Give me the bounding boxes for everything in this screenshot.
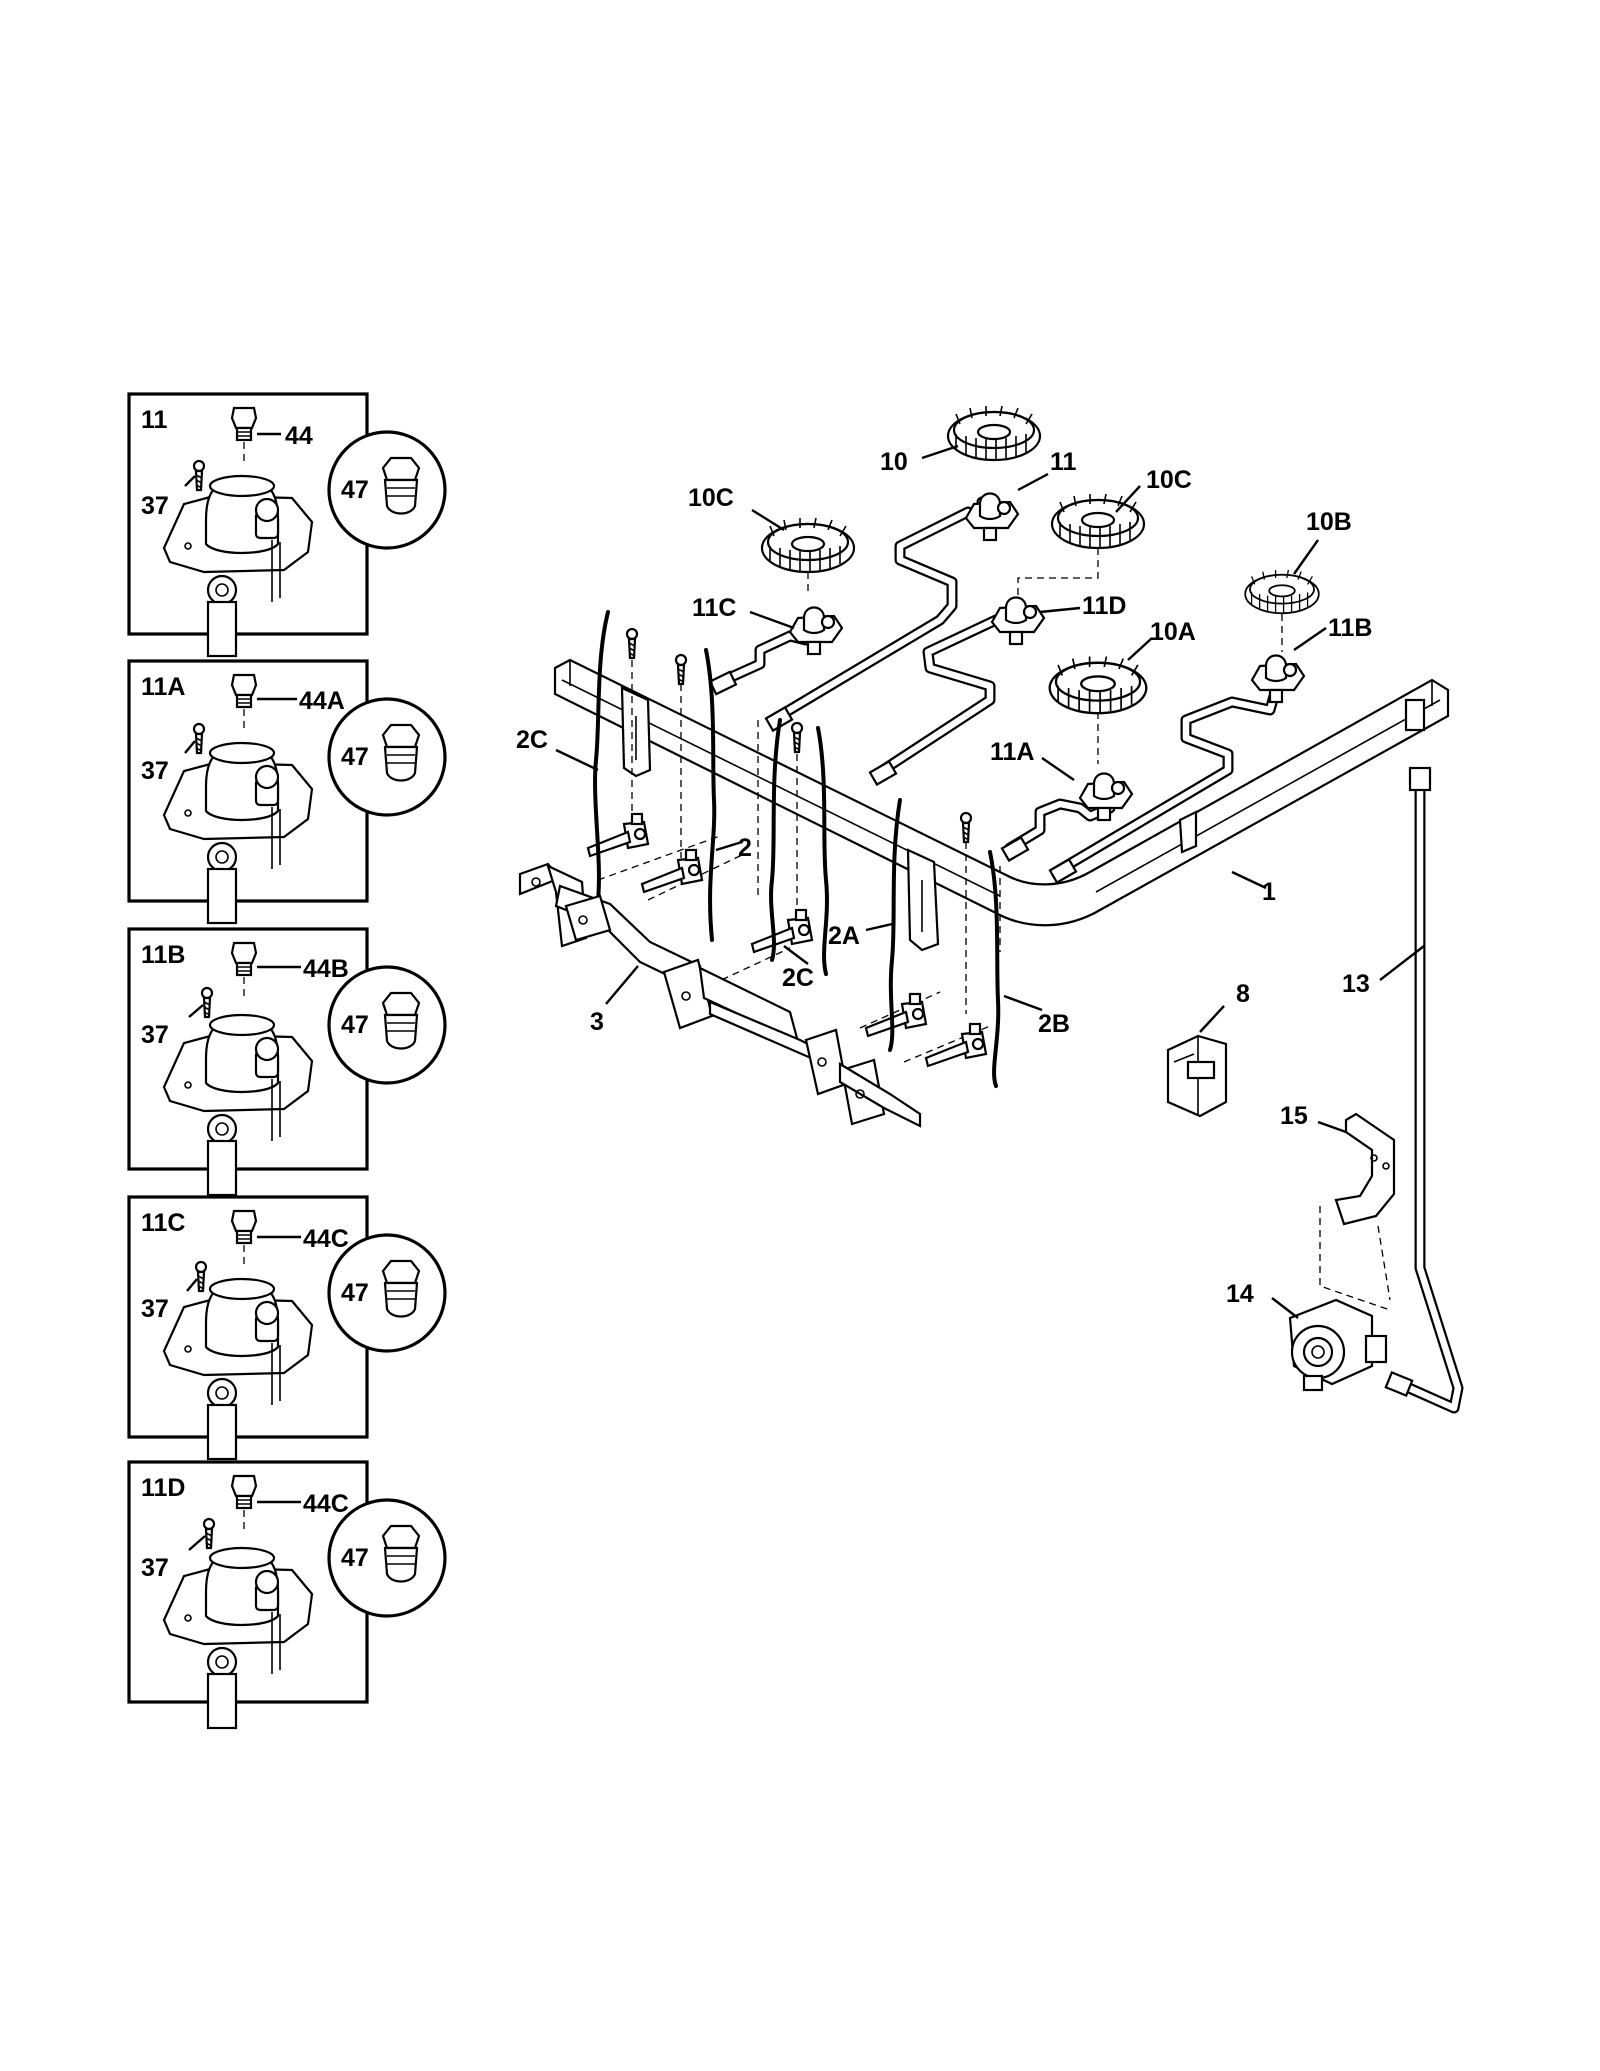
orifice-callout: 47: [341, 476, 369, 504]
callout-10: 10: [880, 448, 908, 476]
callout-11c: 11C: [692, 594, 736, 622]
inset-title: 11A: [141, 673, 185, 701]
callout-2b: 2B: [1038, 1010, 1070, 1038]
callout-13: 13: [1342, 970, 1370, 998]
burner-head-10a: [1048, 655, 1148, 715]
screw-callout: 44B: [303, 955, 349, 983]
callout-8: 8: [1236, 980, 1250, 1008]
callout-11a: 11A: [990, 738, 1034, 766]
burner-valve-11: [964, 492, 1020, 542]
inset-11c: 11C 44C 37 47: [127, 1195, 447, 1461]
callout-10a: 10A: [1150, 618, 1196, 646]
gas-valve-2b: [924, 1022, 988, 1068]
orifice-callout: 47: [341, 743, 369, 771]
valve-braces: [593, 610, 1001, 1088]
callout-2a: 2A: [828, 922, 860, 950]
burner-head-10b: [1244, 569, 1320, 615]
burner-valve-11b: [1250, 654, 1306, 704]
alignment-lines: [597, 548, 1283, 1063]
callout-2c-mid: 2C: [782, 964, 814, 992]
callout-10b: 10B: [1306, 508, 1352, 536]
inset-11d: 11D 44C 37 47: [127, 1460, 447, 1730]
screw-37-callout: 37: [141, 1295, 169, 1323]
callout-10c-left: 10C: [688, 484, 734, 512]
pressure-regulator: [1288, 1298, 1388, 1392]
screw-37-callout: 37: [141, 1554, 169, 1582]
inset-11: 11 44 37 47: [127, 392, 447, 658]
inset-title: 11B: [141, 941, 185, 969]
orifice-callout: 47: [341, 1011, 369, 1039]
burner-head-10: [946, 404, 1042, 462]
callout-11d: 11D: [1082, 592, 1126, 620]
callout-10c-right: 10C: [1146, 466, 1192, 494]
gas-valve-2c-mid: [750, 908, 814, 954]
callout-3: 3: [590, 1008, 604, 1036]
inset-title: 11D: [141, 1474, 185, 1502]
burner-valve-11d: [990, 596, 1046, 646]
valve-bracket-rail: [518, 862, 922, 1128]
callout-15: 15: [1280, 1102, 1308, 1130]
burner-valve-11c: [788, 606, 844, 656]
spark-module: [1166, 1034, 1228, 1118]
inset-11b: 11B 44B 37 47: [127, 927, 447, 1197]
orifice-callout: 47: [341, 1279, 369, 1307]
screw-37-callout: 37: [141, 1021, 169, 1049]
manifold-rail: [553, 658, 1450, 927]
callout-1: 1: [1262, 878, 1276, 906]
screw-callout: 44C: [303, 1225, 349, 1253]
orifice-callout: 47: [341, 1544, 369, 1572]
screw-37-callout: 37: [141, 757, 169, 785]
gas-valve-2: [640, 848, 704, 894]
screw-callout: 44: [285, 422, 313, 450]
inset-title: 11C: [141, 1209, 185, 1237]
manifold-bracket-mid: [906, 848, 940, 952]
regulator-alignment: [1319, 1206, 1391, 1311]
manifold-bracket-right: [1178, 810, 1198, 854]
screw-callout: 44C: [303, 1490, 349, 1518]
callout-11: 11: [1050, 448, 1077, 476]
inset-11a: 11A 44A 37 47: [127, 659, 447, 925]
regulator-bracket: [1334, 1112, 1396, 1226]
burner-head-10c-right: [1050, 492, 1146, 550]
callout-2: 2: [738, 834, 752, 862]
supply-tube: [1384, 766, 1464, 1414]
callout-14: 14: [1226, 1280, 1254, 1308]
manifold-bracket-left: [620, 686, 652, 778]
callout-leaders: [555, 444, 1425, 1319]
callout-2c-left: 2C: [516, 726, 548, 754]
screw-37-callout: 37: [141, 492, 169, 520]
callout-11b: 11B: [1328, 614, 1372, 642]
screw-callout: 44A: [299, 687, 345, 715]
inset-title: 11: [141, 406, 168, 434]
gas-valve-2a: [864, 992, 928, 1038]
